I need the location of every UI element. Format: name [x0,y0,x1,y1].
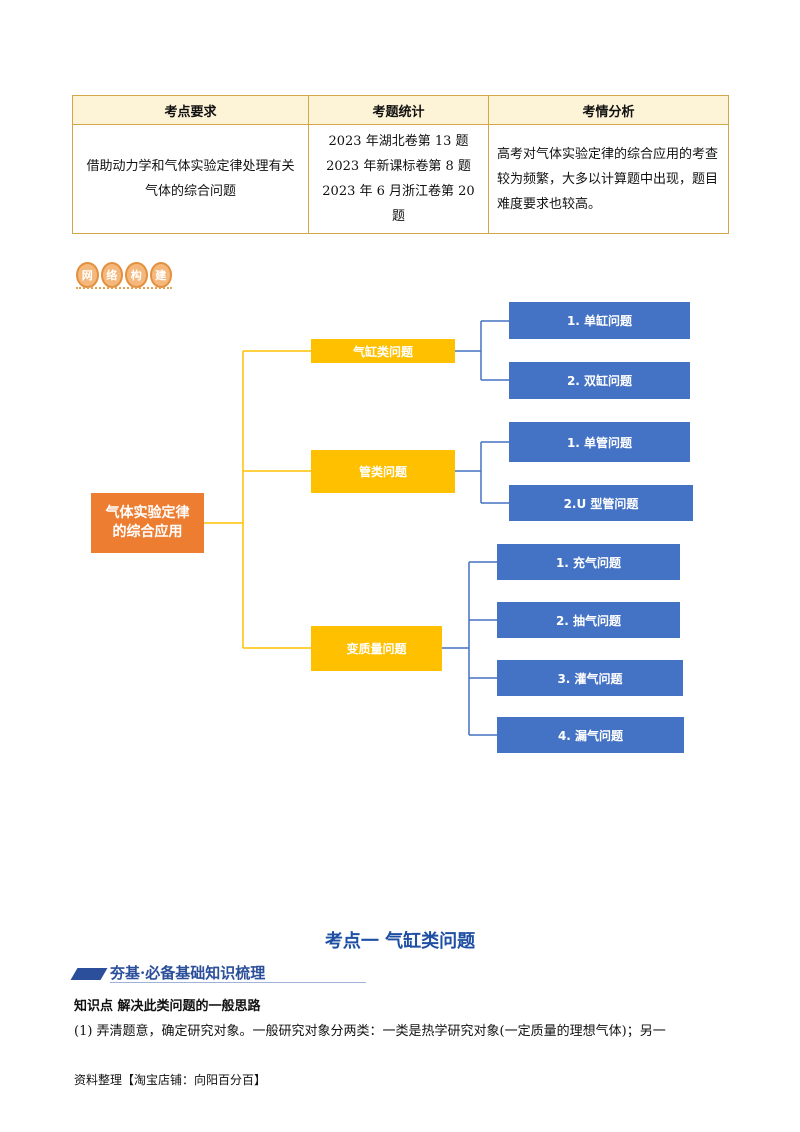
stat-line: 2023 年新课标卷第 8 题 [326,159,471,174]
badge-char: 建 [149,262,172,288]
leaf-label: 2.U 型管问题 [563,496,639,511]
leaf-node: 2. 双缸问题 [509,362,690,399]
leaf-label: 3. 灌气问题 [557,671,623,686]
mind-map: 气体实验定律的综合应用 气缸类问题 管类问题 变质量问题 1. 单缸问题 2. … [0,290,800,770]
table-row: 借助动力学和气体实验定律处理有关气体的综合问题 2023 年湖北卷第 13 题 … [72,124,729,234]
category-label: 管类问题 [358,465,407,479]
badge-char: 网 [76,262,99,288]
subsection-heading: 夯基·必备基础知识梳理 [70,962,366,984]
leaf-node: 1. 充气问题 [497,544,680,580]
leaf-label: 2. 双缸问题 [566,374,633,388]
leaf-node: 4. 漏气问题 [497,717,684,753]
category-node-cylinder: 气缸类问题 [311,339,455,363]
header-statistics: 考题统计 [308,95,489,125]
leaf-node: 2.U 型管问题 [509,485,693,521]
leaf-label: 1. 充气问题 [555,555,622,570]
body-paragraph: (1) 弄清题意，确定研究对象。一般研究对象分两类：一类是热学研究对象(一定质量… [74,1024,666,1039]
section-title: 考点一 气缸类问题 [324,931,476,952]
leaf-node: 2. 抽气问题 [497,602,680,638]
category-label: 气缸类问题 [352,344,413,359]
category-node-variable-mass: 变质量问题 [311,626,442,671]
analysis-text: 高考对气体实验定律的综合应用的考查较为频繁，大多以计算题中出现，题目难度要求也较… [497,146,719,212]
root-connectors [204,350,311,649]
leaf-connectors [442,320,509,736]
exam-info-table: 考点要求 考题统计 考情分析 借助动力学和气体实验定律处理有关气体的综合问题 2… [72,95,729,234]
header-requirement: 考点要求 [72,95,309,125]
page-footer: 资料整理【淘宝店铺：向阳百分百】 [74,1073,267,1087]
requirement-text: 借助动力学和气体实验定律处理有关气体的综合问题 [86,159,295,199]
leaf-node: 1. 单缸问题 [509,302,690,339]
leaf-label: 1. 单管问题 [566,435,633,450]
stat-line: 2023 年湖北卷第 13 题 [328,134,469,149]
leaf-label: 2. 抽气问题 [555,613,622,628]
badge-underline [76,287,172,289]
category-node-tube: 管类问题 [311,450,455,493]
knowledge-point-title: 知识点 解决此类问题的一般思路 [74,999,261,1014]
header-analysis: 考情分析 [488,95,729,125]
leaf-label: 1. 单缸问题 [566,314,633,328]
network-badge: 网 络 构 建 [76,262,172,289]
leaf-node: 1. 单管问题 [509,422,690,462]
cell-requirement: 借助动力学和气体实验定律处理有关气体的综合问题 [72,124,309,234]
badge-char: 络 [100,262,123,288]
badge-char: 构 [125,262,148,288]
subsection-underline [110,982,366,983]
cell-statistics: 2023 年湖北卷第 13 题 2023 年新课标卷第 8 题 2023 年 6… [308,124,489,234]
root-node: 气体实验定律的综合应用 [91,493,204,553]
stat-line: 2023 年 6 月浙江卷第 20 题 [322,184,475,224]
leaf-node: 3. 灌气问题 [497,660,683,696]
cell-analysis: 高考对气体实验定律的综合应用的考查较为频繁，大多以计算题中出现，题目难度要求也较… [488,124,729,234]
category-label: 变质量问题 [346,642,407,656]
mind-map-connectors [204,320,509,736]
root-node-label: 气体实验定律的综合应用 [105,505,190,540]
subsection-text: 夯基·必备基础知识梳理 [110,964,266,982]
subsection-bar-icon [70,968,108,980]
leaf-label: 4. 漏气问题 [557,728,624,743]
table-header-row: 考点要求 考题统计 考情分析 [72,95,729,125]
